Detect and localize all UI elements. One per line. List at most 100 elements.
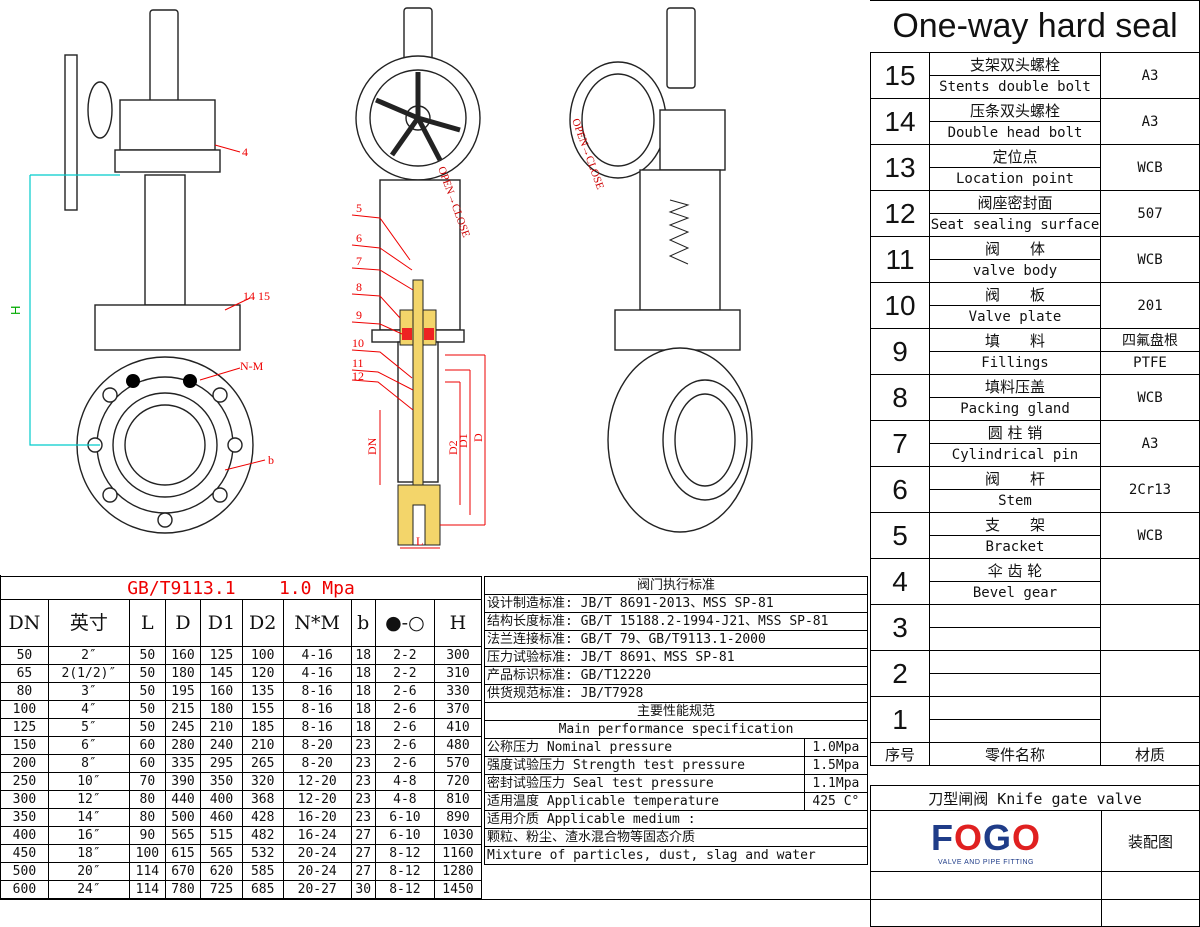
dims-cell: 8-12 [374,880,435,899]
dims-cell: 245 [164,718,202,737]
perf-label: 强度试验压力 Strength test pressure [484,756,805,775]
dims-cell: 23 [350,736,376,755]
dims-cell: 585 [241,862,284,881]
dims-cell: 18 [350,664,376,683]
part-name-en: Fillings [929,351,1101,375]
exec-line: 供货规范标准: JB/T7928 [484,684,868,703]
exec-line: 产品标识标准: GB/T12220 [484,666,868,685]
dims-cell: 250 [0,772,49,791]
svg-text:DN: DN [365,437,379,455]
part-name-zh: 阀座密封面 [929,190,1101,214]
part-name-zh: 阀 杆 [929,466,1101,490]
part-name-zh [929,696,1101,720]
dims-cell: 565 [164,826,202,845]
valve-assembly-drawing: H 4 14 15 N-M b OPEN→CLOSE [0,0,870,575]
dims-cell: 18 [350,682,376,701]
dims-cell: 295 [200,754,243,773]
part-name-en: Bracket [929,535,1101,559]
part-row-en: Cylindrical pin [871,443,1200,467]
dims-cell: 14″ [47,808,131,827]
perf-value: 1.1Mpa [803,774,869,793]
dims-cell: 8-20 [282,736,352,755]
page-title: One-way hard seal [870,0,1200,53]
part-number: 3 [870,604,930,651]
svg-text:H: H [8,306,23,315]
svg-text:7: 7 [356,254,362,268]
dims-cell: 600 [0,880,49,899]
dims-cell: 515 [200,826,243,845]
part-row-en: Seat sealing surface [871,213,1200,237]
dims-cell: 65 [0,664,49,683]
dims-cell: 810 [433,790,483,809]
part-material [1100,604,1200,651]
dims-cell: 27 [350,862,376,881]
dims-cell: 50 [0,646,49,665]
part-row-en: valve body [871,259,1200,283]
dims-cell: 320 [241,772,284,791]
dims-cell: 368 [241,790,284,809]
dims-cell: 185 [241,718,284,737]
dims-cell: 18″ [47,844,131,863]
part-material: WCB [1100,374,1200,421]
parts-header: 序号零件名称材质 [870,742,1200,766]
dims-cell: 440 [164,790,202,809]
dims-header-cell: D [164,599,202,647]
dims-cell: 16″ [47,826,131,845]
svg-text:D: D [471,433,485,442]
dims-header-cell: L [129,599,166,647]
svg-text:8: 8 [356,280,362,294]
part-number: 12 [870,190,930,237]
part-name-zh: 圆 柱 销 [929,420,1101,444]
svg-text:b: b [268,453,274,467]
dims-cell: 30 [350,880,376,899]
part-material [1100,650,1200,697]
dims-header-cell: N*M [282,599,352,647]
dims-cell: 20-24 [282,844,352,863]
svg-text:12: 12 [352,369,364,383]
part-row: 2 [870,650,1200,697]
dims-cell: 23 [350,790,376,809]
part-name-en: Valve plate [929,305,1101,329]
svg-text:D2: D2 [446,440,460,455]
part-material: A3 [1100,420,1200,467]
dims-cell: 2-6 [374,700,435,719]
dims-cell: 330 [433,682,483,701]
dims-cell: 155 [241,700,284,719]
perf-value: 1.0Mpa [803,738,869,757]
dims-cell: 1160 [433,844,483,863]
dims-cell: 3″ [47,682,131,701]
part-number: 14 [870,98,930,145]
part-material-2: PTFE [1100,351,1200,375]
dims-cell: 150 [0,736,49,755]
part-name-en: Cylindrical pin [929,443,1101,467]
dims-cell: 80 [0,682,49,701]
part-name-en: Stents double bolt [929,75,1101,99]
dims-cell: 8-12 [374,844,435,863]
dims-cell: 500 [0,862,49,881]
part-name-en: Seat sealing surface [929,213,1101,237]
dims-cell: 8″ [47,754,131,773]
part-row-en [871,673,1200,697]
part-number: 11 [870,236,930,283]
part-row: 1 [870,696,1200,743]
exec-line: 法兰连接标准: GB/T 79、GB/T9113.1-2000 [484,630,868,649]
dims-cell: 60 [129,736,166,755]
dims-cell: 335 [164,754,202,773]
dims-cell: 50 [129,664,166,683]
part-material: WCB [1100,512,1200,559]
part-material: WCB [1100,144,1200,191]
dims-cell: 4-8 [374,790,435,809]
part-number: 4 [870,558,930,605]
dims-cell: 2-2 [374,646,435,665]
dims-cell: 725 [200,880,243,899]
dims-cell: 390 [164,772,202,791]
dims-cell: 120 [241,664,284,683]
